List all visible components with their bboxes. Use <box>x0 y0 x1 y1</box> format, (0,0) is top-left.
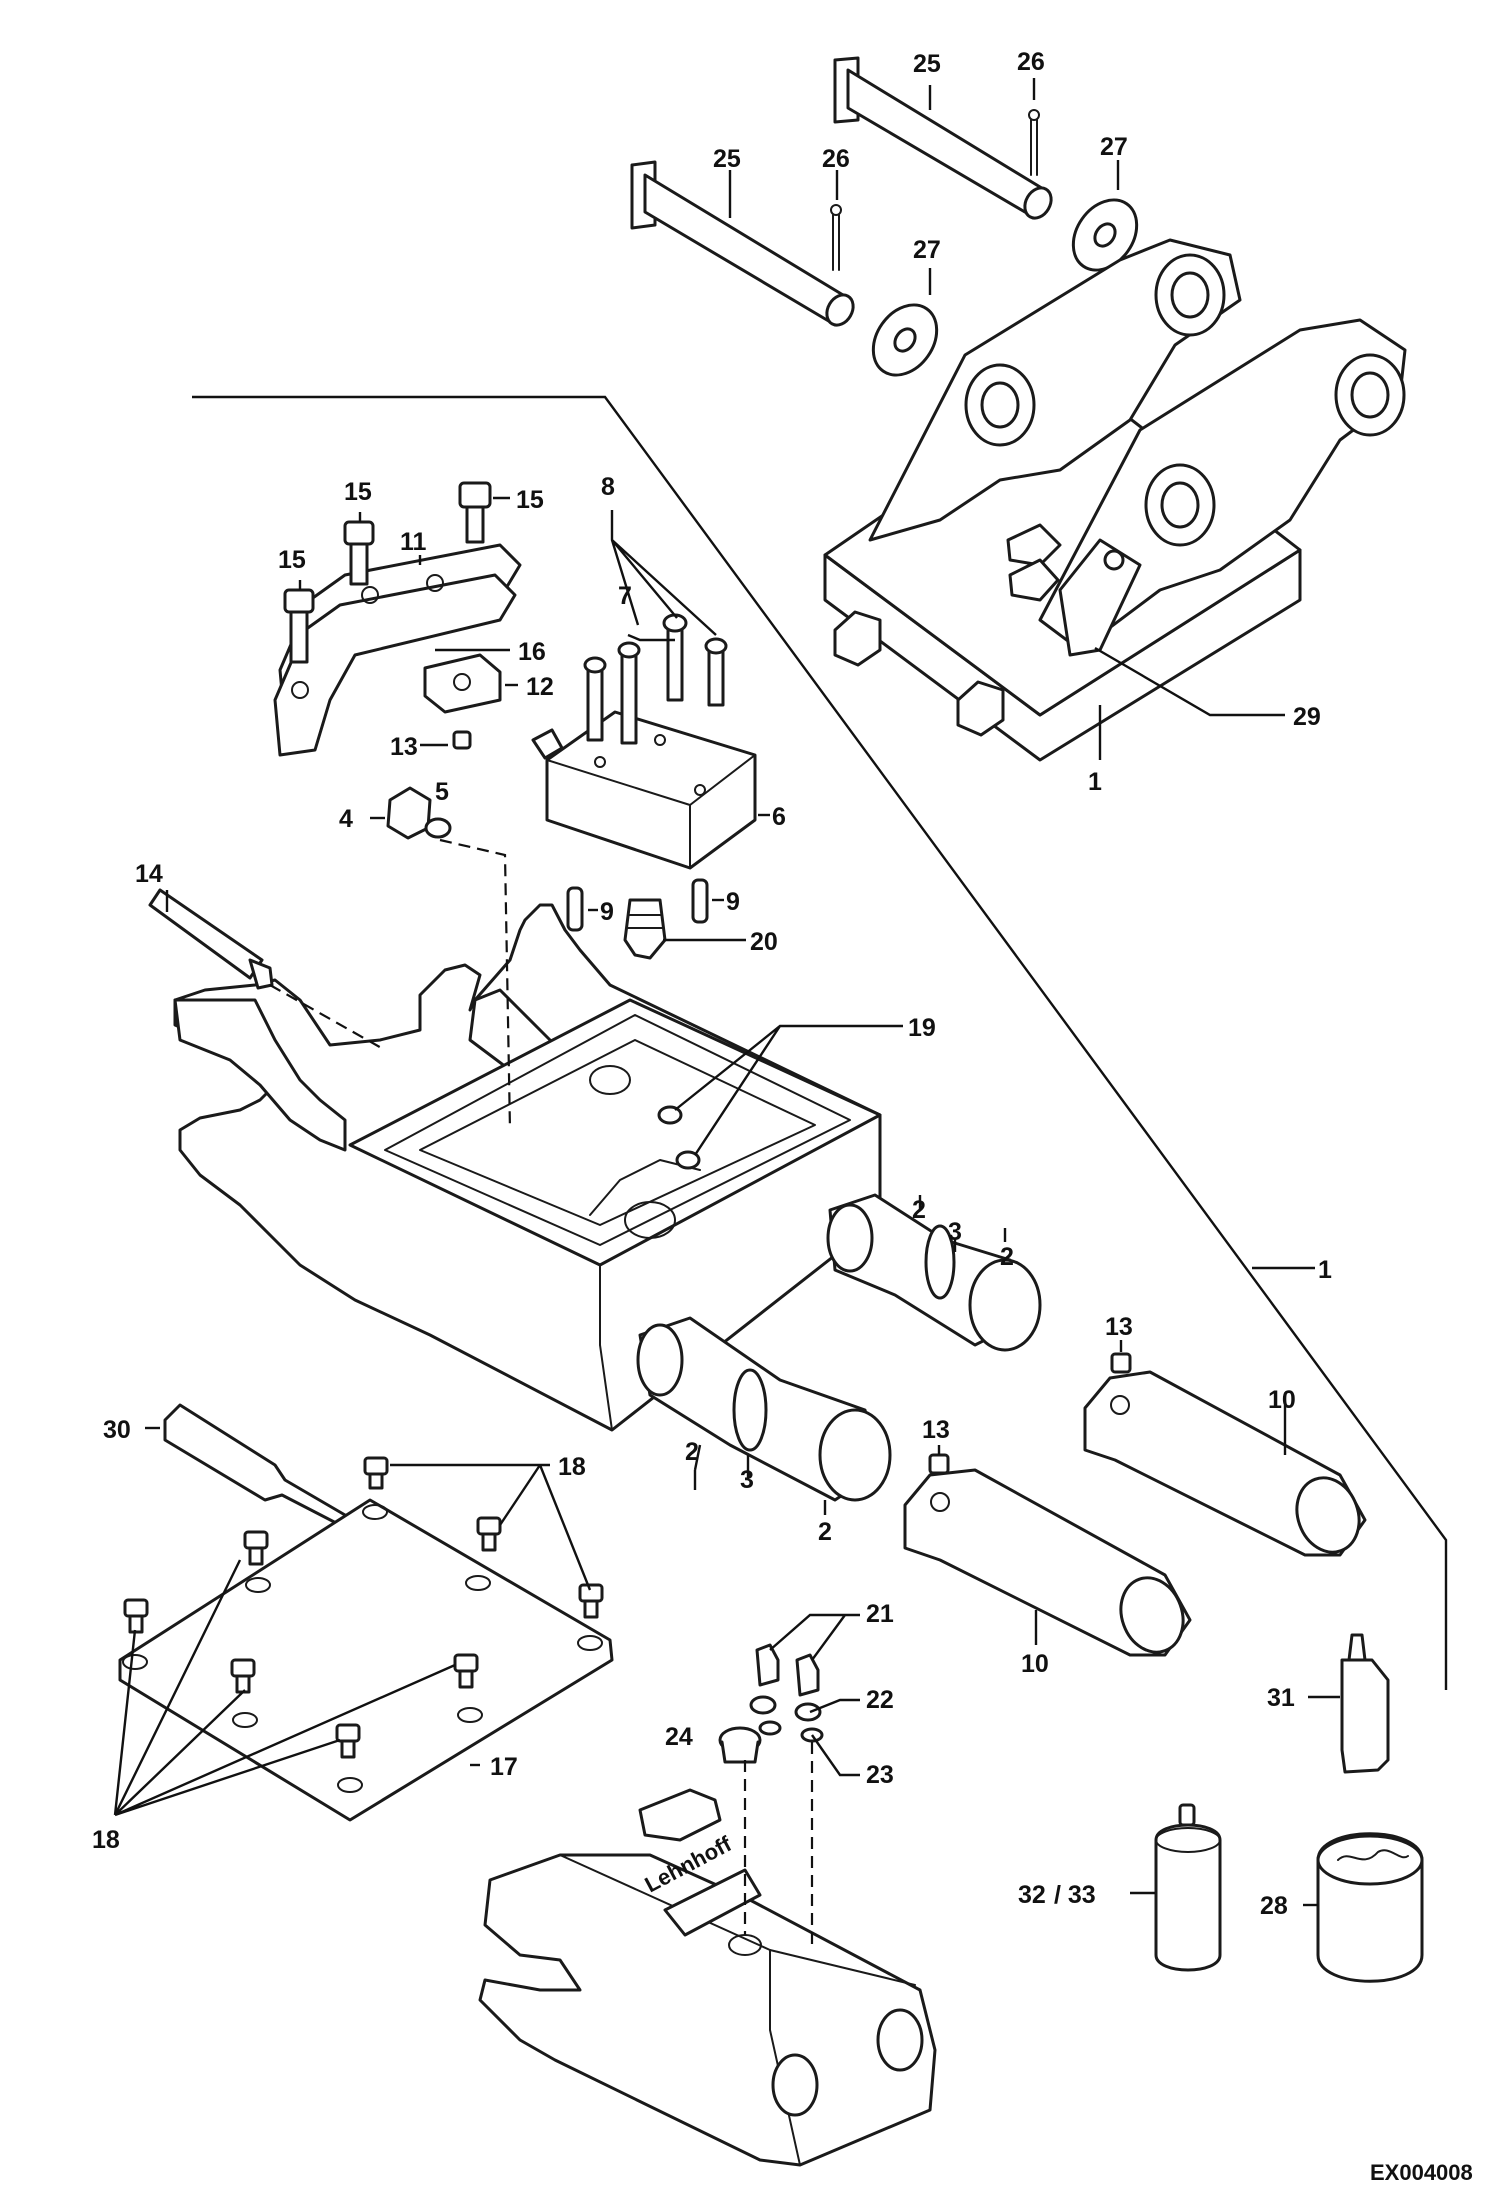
callout-11: 11 <box>400 528 427 556</box>
cover-housing <box>478 1788 937 2167</box>
callout-20: 20 <box>750 928 778 956</box>
callout-17: 17 <box>490 1753 518 1781</box>
callout-3-lower: 3 <box>740 1466 754 1494</box>
callout-15-middle: 15 <box>344 478 372 506</box>
pins-7-8 <box>583 613 728 745</box>
callout-labels: 25 26 27 25 26 27 29 1 8 7 15 15 15 11 1… <box>92 48 1332 1920</box>
callout-2-upper-right: 2 <box>1000 1243 1014 1271</box>
drawing-reference: EX004008 <box>1370 2160 1473 2185</box>
bushing-4 <box>386 786 432 840</box>
split-pin-lower-26 <box>830 204 842 271</box>
dash-o-ring <box>439 838 512 1131</box>
callout-24: 24 <box>665 1723 693 1751</box>
main-frame <box>173 903 882 1432</box>
callout-15-right: 15 <box>516 486 544 514</box>
callout-13-upper: 13 <box>390 733 418 761</box>
nipples-21 <box>755 1643 820 1697</box>
washers-23 <box>758 1720 824 1743</box>
callout-16: 16 <box>518 638 546 666</box>
cylinder-10-lower <box>903 1468 1192 1657</box>
bolt-15-left <box>283 588 315 664</box>
valve-block-6 <box>531 710 757 870</box>
linkage-arm-11 <box>273 543 522 757</box>
callout-6: 6 <box>772 803 786 831</box>
callout-2-upper-left: 2 <box>912 1196 926 1224</box>
callout-15-left: 15 <box>278 546 306 574</box>
callout-26-lower: 26 <box>822 145 850 173</box>
callout-19: 19 <box>908 1014 936 1042</box>
nipple-13-cyl-lower <box>928 1453 950 1475</box>
bolt-15-right <box>458 481 492 544</box>
callout-18-lower: 18 <box>92 1826 120 1854</box>
bolts-18 <box>123 1456 604 1759</box>
o-ring-5 <box>424 817 452 839</box>
split-pin-upper-26 <box>1028 109 1040 176</box>
callout-5: 5 <box>435 778 449 806</box>
callout-13-cyl-lower: 13 <box>922 1416 950 1444</box>
block-12 <box>423 653 502 714</box>
callout-18-upper: 18 <box>558 1453 586 1481</box>
callout-31: 31 <box>1267 1684 1295 1712</box>
callout-8: 8 <box>601 473 615 501</box>
dash-pin-14 <box>269 984 386 1051</box>
washer-lower-27 <box>871 303 939 377</box>
grease-nipples-19 <box>657 1105 701 1170</box>
callout-27-upper: 27 <box>1100 133 1128 161</box>
grease-tube-31 <box>1340 1633 1390 1774</box>
callout-30: 30 <box>103 1416 131 1444</box>
callout-3-upper: 3 <box>948 1218 962 1246</box>
cartridge-32-33 <box>1154 1803 1222 1972</box>
pin-14 <box>148 888 274 990</box>
assembly-frame-line <box>192 395 1448 1690</box>
dowel-9-left <box>566 886 584 932</box>
leader-lines <box>113 78 1340 1907</box>
callout-26-upper: 26 <box>1017 48 1045 76</box>
cover-plate-17 <box>118 1498 614 1822</box>
callout-10-upper: 10 <box>1268 1386 1296 1414</box>
adapter-bracket <box>823 238 1407 762</box>
callout-21: 21 <box>866 1600 894 1628</box>
callout-9-right: 9 <box>726 888 740 916</box>
callout-13-cyl-upper: 13 <box>1105 1313 1133 1341</box>
bushing-upper <box>826 1193 1042 1352</box>
callout-12: 12 <box>526 673 554 701</box>
callout-1-frame: 1 <box>1318 1256 1332 1284</box>
callout-32: 32 <box>1018 1881 1046 1909</box>
pin-30 <box>163 1403 347 1527</box>
callout-28: 28 <box>1260 1892 1288 1920</box>
callout-25-upper: 25 <box>913 50 941 78</box>
callout-10-lower: 10 <box>1021 1650 1049 1678</box>
nuts-22 <box>749 1695 822 1722</box>
plug-24 <box>718 1726 762 1764</box>
dowel-9-right <box>691 878 709 924</box>
callout-27-lower: 27 <box>913 236 941 264</box>
callout-33: / 33 <box>1054 1881 1096 1909</box>
washer-upper-27 <box>1071 198 1139 272</box>
bushing-lower <box>636 1316 892 1502</box>
callout-22: 22 <box>866 1686 894 1714</box>
callout-9-left: 9 <box>600 898 614 926</box>
check-valve-20 <box>623 898 667 960</box>
callout-2-lower-left: 2 <box>685 1438 699 1466</box>
grease-can-28 <box>1316 1832 1424 1983</box>
callout-1-bracket: 1 <box>1088 768 1102 796</box>
callout-2-lower-right: 2 <box>818 1518 832 1546</box>
pin-upper-25 <box>833 56 1053 220</box>
callout-4: 4 <box>339 805 353 833</box>
callout-29: 29 <box>1293 703 1321 731</box>
pin-lower-25 <box>630 160 855 327</box>
callout-23: 23 <box>866 1761 894 1789</box>
callout-7: 7 <box>618 582 632 610</box>
callout-25-lower: 25 <box>713 145 741 173</box>
callout-14: 14 <box>135 860 163 888</box>
lock-plate-29 <box>1058 538 1142 657</box>
cylinder-10-upper <box>1083 1370 1367 1557</box>
nipple-13-cyl-upper <box>1110 1352 1132 1374</box>
nipple-13-upper <box>452 730 472 750</box>
